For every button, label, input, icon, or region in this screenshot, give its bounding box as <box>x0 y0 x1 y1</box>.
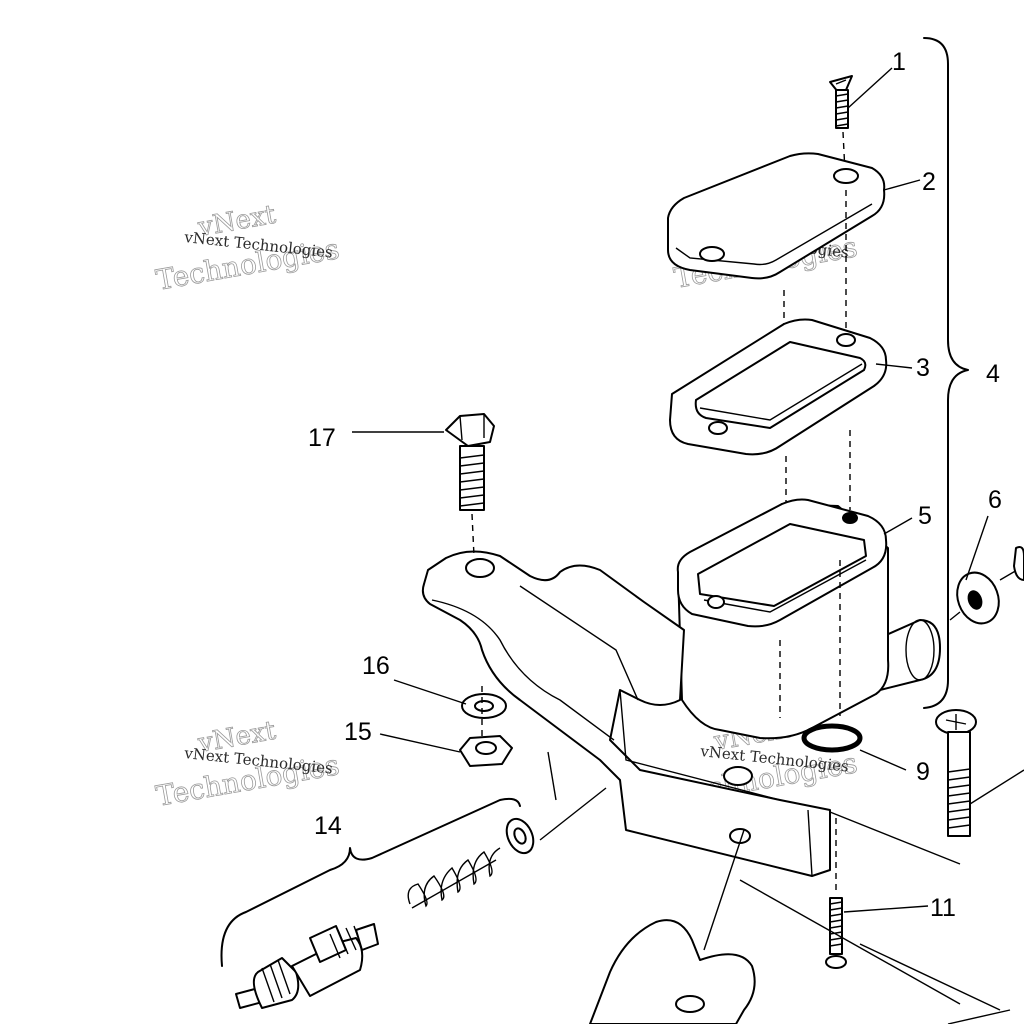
part-16-washer <box>461 693 507 719</box>
pan-head-screw <box>935 709 1024 837</box>
callout-14: 14 <box>314 812 342 840</box>
lower-linkage <box>539 751 1011 1024</box>
part-2-cover <box>667 152 886 280</box>
callout-2: 2 <box>922 168 936 196</box>
callout-16: 16 <box>362 652 390 680</box>
watermark-mid-left: vNext Technologies vNext Technologies <box>153 715 342 813</box>
part-14-piston-assembly <box>235 817 535 1009</box>
callout-11: 11 <box>930 894 956 922</box>
callout-9: 9 <box>916 758 930 786</box>
callout-3: 3 <box>916 354 930 382</box>
callout-4: 4 <box>986 360 1000 388</box>
callout-1: 1 <box>892 48 906 76</box>
leader-lines <box>220 67 989 967</box>
part-11-long-screw <box>825 897 847 969</box>
callout-labels: 1 2 3 4 5 6 9 11 14 15 16 17 <box>308 48 1002 922</box>
clamp-bracket <box>421 550 831 877</box>
part-15-nut <box>459 735 513 767</box>
assembly-brace-4 <box>923 37 969 709</box>
align-line-bolt <box>471 513 475 557</box>
part-1-screw <box>829 75 853 129</box>
part-5-reservoir <box>676 498 941 740</box>
part-6-washer <box>949 546 1024 625</box>
callout-5: 5 <box>918 502 932 530</box>
callout-17: 17 <box>308 424 336 452</box>
callout-6: 6 <box>988 486 1002 514</box>
part-3-gasket <box>669 318 888 456</box>
part-17-hex-bolt <box>445 413 495 511</box>
part-9-o-ring <box>801 723 863 753</box>
callout-15: 15 <box>344 718 372 746</box>
watermark-top-left: vNext Technologies vNext Technologies <box>153 199 342 297</box>
